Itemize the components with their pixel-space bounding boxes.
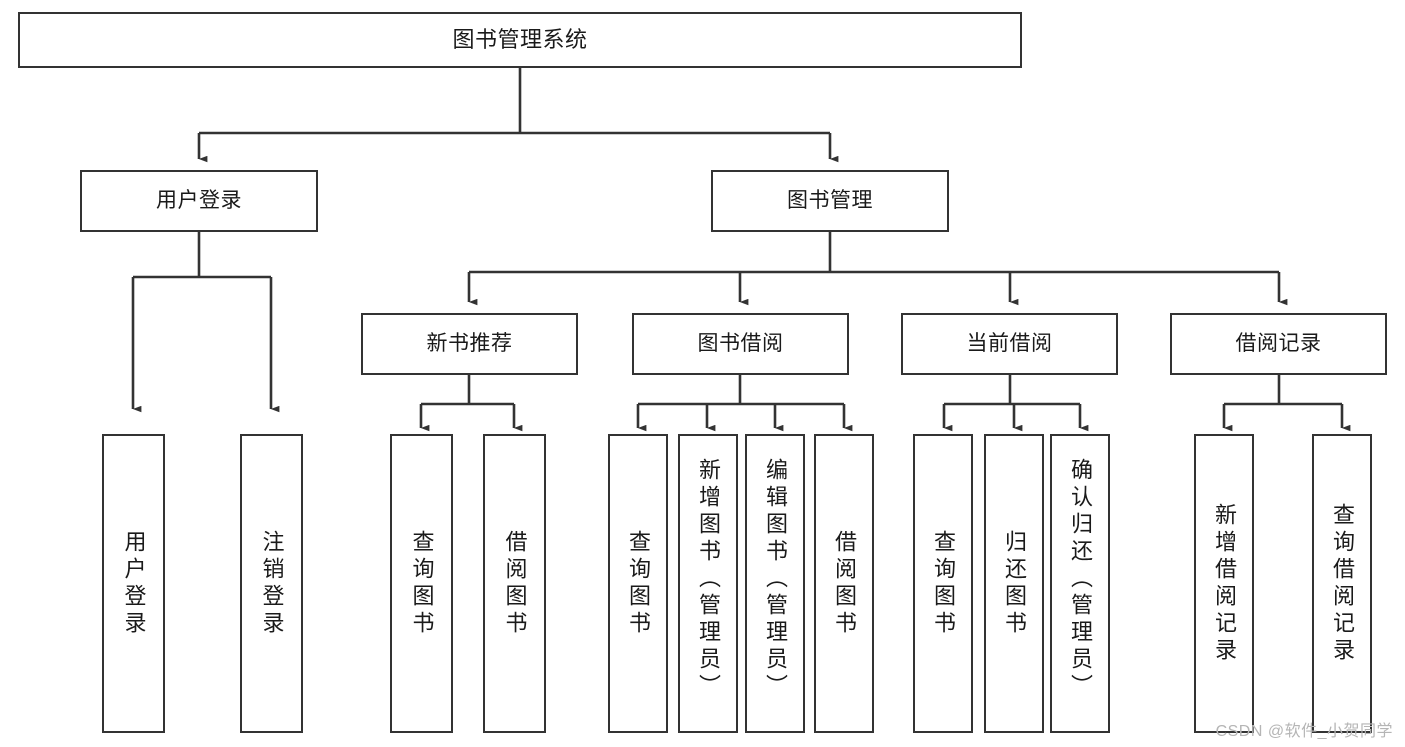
node-label: 查询图书	[931, 529, 956, 638]
node-book-management[interactable]: 图书管理	[711, 170, 949, 232]
leaf-edit-book-admin[interactable]: 编辑图书（管理员）	[745, 434, 805, 733]
node-new-book-recommend[interactable]: 新书推荐	[361, 313, 578, 375]
node-label: 编辑图书（管理员）	[763, 458, 788, 701]
node-label: 当前借阅	[966, 332, 1053, 356]
node-label: 图书管理	[787, 189, 873, 213]
node-label: 图书借阅	[697, 332, 784, 356]
node-label: 新书推荐	[426, 332, 513, 356]
leaf-logout[interactable]: 注销登录	[240, 434, 303, 733]
node-label: 借阅图书	[832, 529, 857, 638]
leaf-borrow-book-recommend[interactable]: 借阅图书	[483, 434, 546, 733]
node-label: 新增借阅记录	[1212, 502, 1237, 665]
node-label: 查询借阅记录	[1330, 502, 1355, 665]
leaf-add-borrow-record[interactable]: 新增借阅记录	[1194, 434, 1254, 733]
node-root-system[interactable]: 图书管理系统	[18, 12, 1022, 68]
leaf-confirm-return-admin[interactable]: 确认归还（管理员）	[1050, 434, 1110, 733]
leaf-borrow-book-borrow[interactable]: 借阅图书	[814, 434, 874, 733]
node-label: 查询图书	[626, 529, 651, 638]
node-borrow-record[interactable]: 借阅记录	[1170, 313, 1387, 375]
node-current-borrow[interactable]: 当前借阅	[901, 313, 1118, 375]
node-label: 用户登录	[121, 529, 147, 638]
node-book-borrow[interactable]: 图书借阅	[632, 313, 849, 375]
node-label: 借阅图书	[502, 529, 528, 638]
node-label: 用户登录	[156, 189, 242, 213]
leaf-add-book-admin[interactable]: 新增图书（管理员）	[678, 434, 738, 733]
node-label: 确认归还（管理员）	[1068, 458, 1093, 701]
leaf-return-book[interactable]: 归还图书	[984, 434, 1044, 733]
node-label: 注销登录	[259, 529, 285, 638]
watermark-text: CSDN @软件_小贺同学	[1215, 723, 1393, 740]
leaf-user-login[interactable]: 用户登录	[102, 434, 165, 733]
node-label: 借阅记录	[1235, 332, 1322, 356]
leaf-query-book-current[interactable]: 查询图书	[913, 434, 973, 733]
leaf-query-book-borrow[interactable]: 查询图书	[608, 434, 668, 733]
node-user-login[interactable]: 用户登录	[80, 170, 318, 232]
node-label: 图书管理系统	[452, 26, 588, 52]
leaf-query-book-recommend[interactable]: 查询图书	[390, 434, 453, 733]
node-label: 查询图书	[409, 529, 435, 638]
node-label: 归还图书	[1002, 529, 1027, 638]
leaf-query-borrow-record[interactable]: 查询借阅记录	[1312, 434, 1372, 733]
node-label: 新增图书（管理员）	[696, 458, 721, 701]
